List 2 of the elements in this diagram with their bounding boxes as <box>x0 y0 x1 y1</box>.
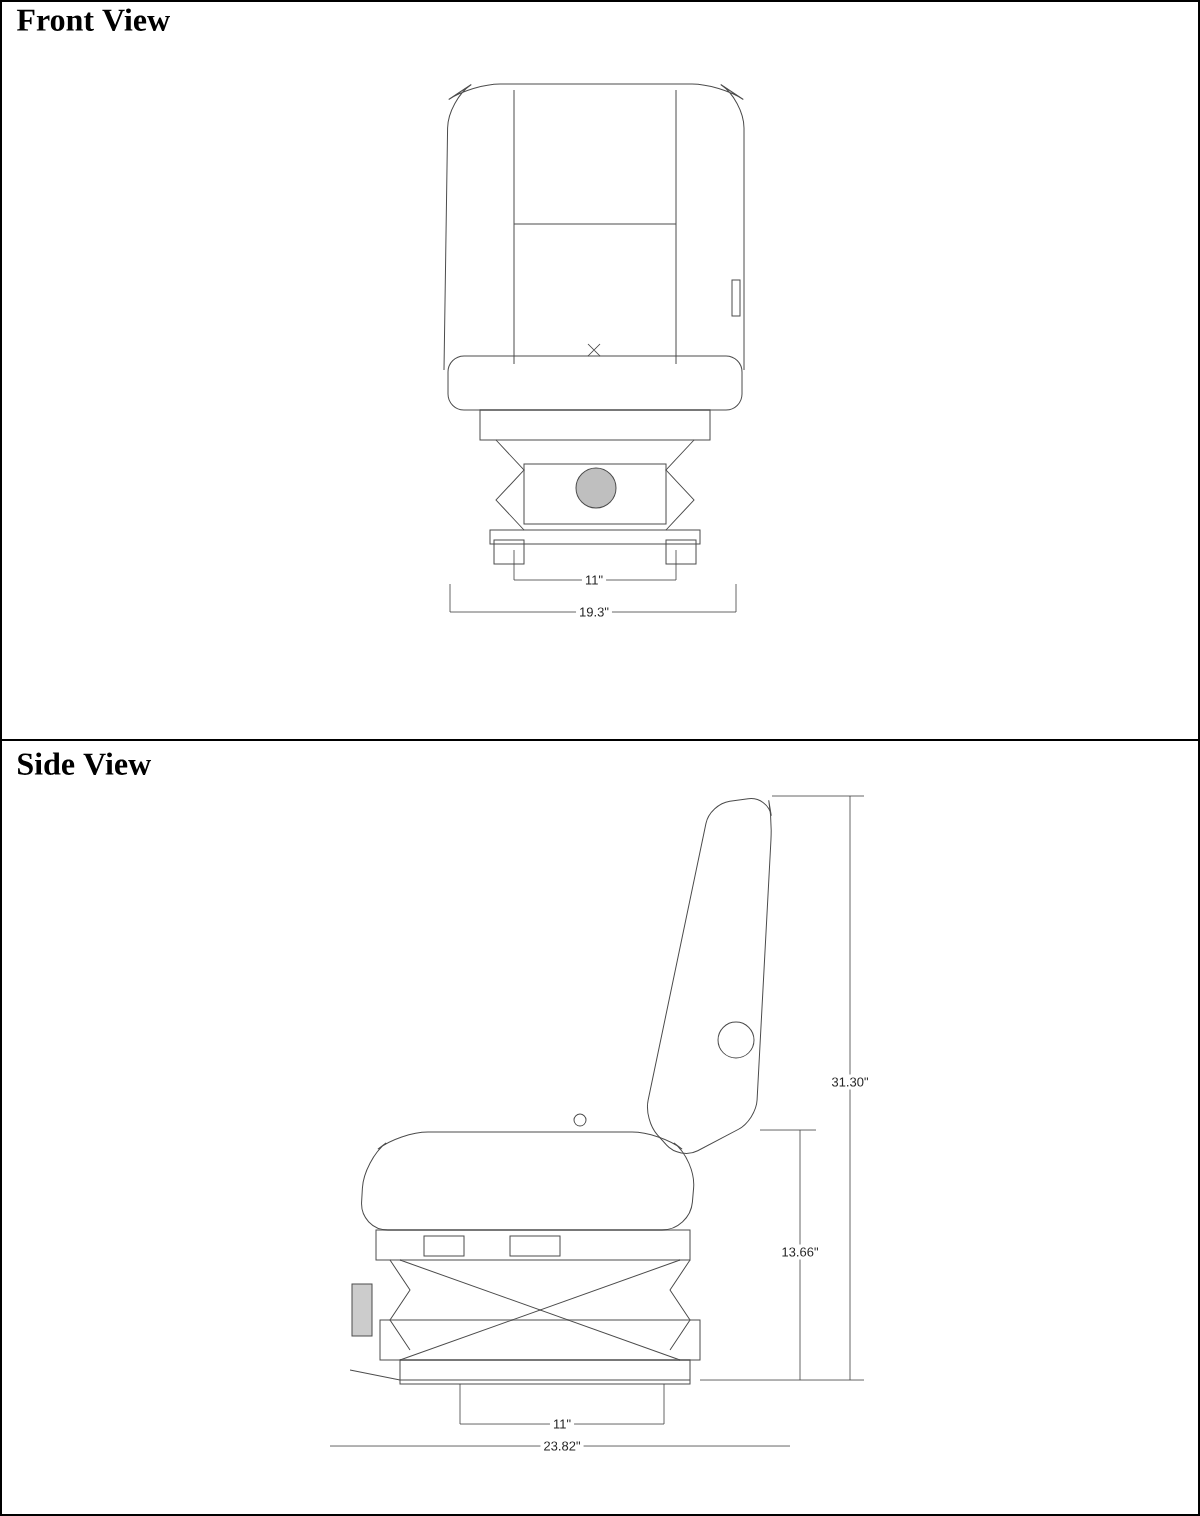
view-heading: Side View <box>18 752 152 776</box>
view-heading: Front View <box>16 8 170 32</box>
